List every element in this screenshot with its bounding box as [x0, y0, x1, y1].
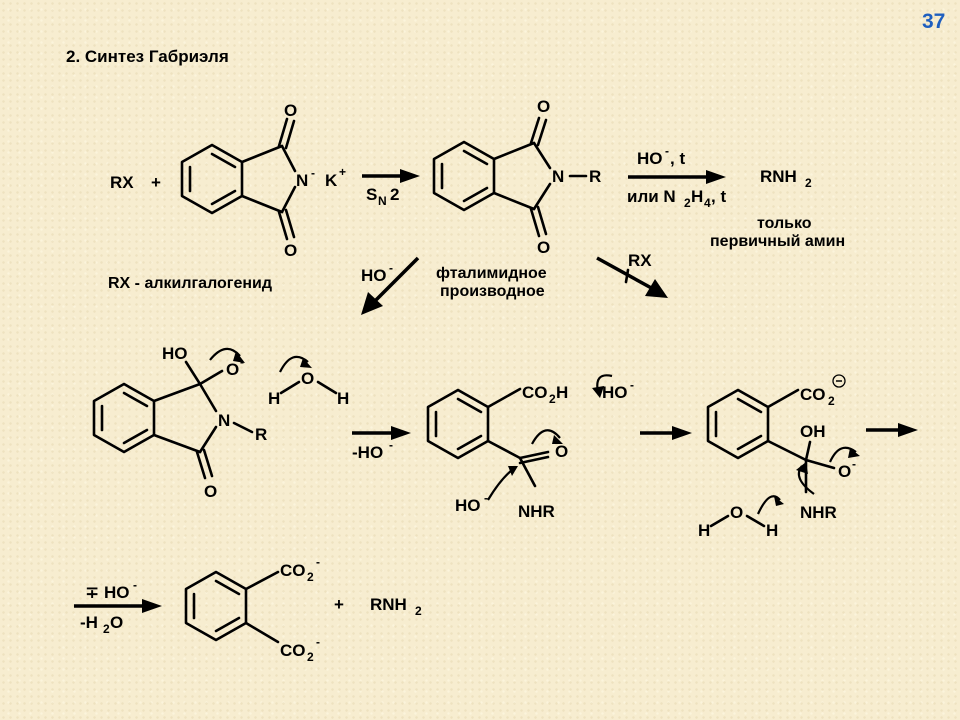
tetrahedral-intermediate: HO O - N R O — [92, 344, 267, 501]
co2h-h: H — [556, 383, 568, 402]
reagent-ho: HO — [637, 149, 663, 168]
plus-sign: + — [151, 173, 161, 192]
tetrahedral-intermediate-2: CO 2 OH O - NHR — [706, 374, 856, 522]
potassium: K — [325, 171, 338, 190]
atom-o-bottom: O — [537, 238, 550, 257]
or-n2h4-5: , t — [711, 187, 726, 206]
atom-o: O — [301, 369, 314, 388]
minus-ho-charge: - — [389, 438, 393, 452]
or-n2h4-1: или N — [627, 187, 676, 206]
atom-h: H — [766, 521, 778, 540]
arrow-rx — [596, 256, 656, 292]
co2h-2: 2 — [549, 392, 556, 406]
atom-o-bottom: O — [204, 482, 217, 501]
curved-arrow-6 — [828, 446, 857, 463]
co2-top-2: 2 — [307, 570, 314, 584]
water-molecule-2: H O H — [698, 503, 778, 540]
sn2-2: 2 — [390, 185, 399, 204]
co2-bottom-2: 2 — [307, 650, 314, 664]
rx-note: RX - алкилгалогенид — [108, 275, 272, 292]
diag-ho: HO — [361, 266, 387, 285]
atom-h: H — [698, 521, 710, 540]
atom-nhr: NHR — [800, 503, 837, 522]
product-rnh2-sub: 2 — [805, 176, 812, 190]
potassium-phthalimide: O O N - K + — [180, 101, 346, 260]
mp-ho-minus: - — [133, 578, 137, 592]
atom-n: N — [218, 411, 230, 430]
phthalate-dianion: CO 2 - CO 2 - — [184, 555, 320, 664]
curved-arrow-2 — [279, 355, 309, 373]
minus-h2o-2: 2 — [103, 622, 110, 636]
atom-o-bottom: O — [284, 241, 297, 260]
final-rnh2: RNH — [370, 595, 407, 614]
co2-top-co: CO — [280, 561, 306, 580]
co2-2: 2 — [828, 394, 835, 408]
atom-h: H — [268, 389, 280, 408]
phthalamic-acid: CO 2 H O NHR — [426, 383, 568, 521]
atom-r: R — [589, 167, 601, 186]
diag-rx: RX — [628, 251, 652, 270]
atom-n: N — [552, 167, 564, 186]
or-n2h4-4: 4 — [704, 196, 711, 210]
minus-h2o-3: O — [110, 613, 123, 632]
curved-arrow-3 — [487, 469, 513, 501]
atom-o: O — [730, 503, 743, 522]
phthalimide-note-1: фталимидное — [436, 265, 547, 282]
diag-ho-minus: - — [389, 261, 393, 275]
atom-o-top: O — [537, 97, 550, 116]
or-n2h4-3: H — [691, 187, 703, 206]
atom-nhr: NHR — [518, 502, 555, 521]
k-plus: + — [339, 165, 346, 179]
co2-bottom-co: CO — [280, 641, 306, 660]
minus-h2o-1: -H — [80, 613, 98, 632]
ho-t: , t — [670, 149, 685, 168]
plus-final: + — [334, 595, 344, 614]
atom-r: R — [255, 425, 267, 444]
atom-h: H — [337, 389, 349, 408]
n-alkylphthalimide: O O N R — [432, 97, 601, 257]
atom-o-minus: O — [838, 462, 851, 481]
page-number: 37 — [922, 10, 945, 33]
co2h-co: CO — [522, 383, 548, 402]
curved-arrow-8 — [757, 495, 781, 515]
sn2-s: S — [366, 185, 377, 204]
sn2-n: N — [378, 194, 387, 208]
minus-ho: -HO — [352, 443, 383, 462]
product-rnh2: RNH — [760, 167, 797, 186]
co2-top-minus: - — [316, 555, 320, 569]
curved-arrow-4 — [531, 429, 561, 445]
arrow-ho-attack — [372, 256, 420, 304]
ho-nucleophile-minus: - — [484, 491, 488, 505]
or-n2h4-2: 2 — [684, 196, 691, 210]
ho-nucleophile: HO — [455, 496, 481, 515]
n-minus: - — [311, 166, 315, 180]
ho-base: HO — [602, 383, 628, 402]
co2-bottom-minus: - — [316, 635, 320, 649]
atom-o-top: O — [284, 101, 297, 120]
ho-minus: - — [665, 144, 669, 158]
ho-base-minus: - — [630, 378, 634, 392]
phthalimide-note-2: производное — [440, 283, 545, 300]
primary-note-2: первичный амин — [710, 233, 845, 250]
water-molecule-1: H O H — [268, 369, 349, 408]
reagent-rx: RX — [110, 173, 134, 192]
atom-o-minus: O — [226, 360, 239, 379]
atom-n: N — [296, 171, 308, 190]
atom-o: O — [555, 442, 568, 461]
atom-ho: HO — [162, 344, 188, 363]
final-rnh2-sub: 2 — [415, 604, 422, 618]
slide-title: 2. Синтез Габриэля — [66, 47, 229, 66]
co2-co: CO — [800, 385, 826, 404]
mp-ho: ∓ HO — [85, 583, 129, 602]
atom-oh: OH — [800, 422, 826, 441]
primary-note-1: только — [757, 215, 812, 232]
o-minus-2: - — [852, 457, 856, 471]
